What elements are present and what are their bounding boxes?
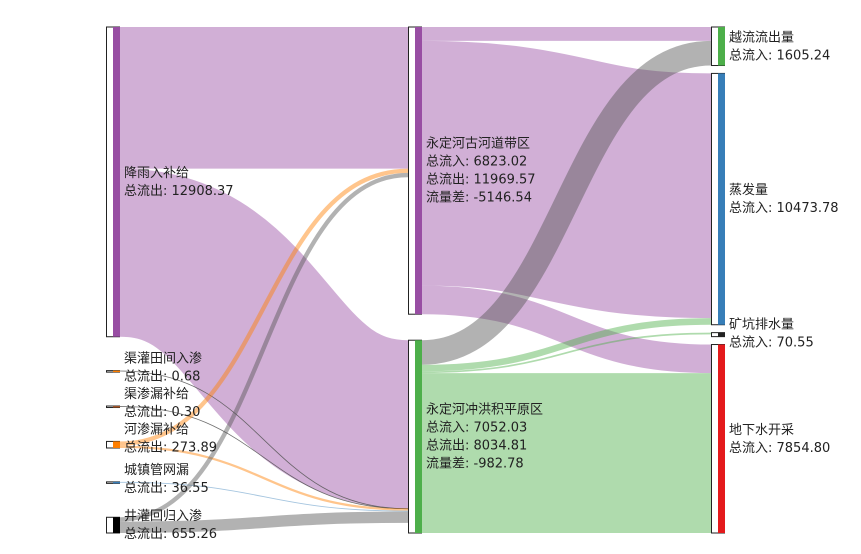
node-stat-ancient: 流量差: -5146.54: [426, 191, 532, 206]
node-stat-ancient: 总流入: 6823.02: [426, 155, 527, 170]
node-stat-alluvial: 总流出: 8034.81: [426, 439, 527, 454]
node-label-overflow: 越流流出量总流入: 1605.24: [729, 30, 830, 63]
node-name-well_return: 井灌回归入渗: [124, 509, 202, 524]
node-bar-river_leak: [113, 441, 120, 448]
node-bar-pump: [718, 344, 725, 533]
node-bar-canal_field: [113, 370, 120, 373]
node-bar-evap: [718, 73, 725, 325]
node-bar-rain: [113, 27, 120, 337]
sankey-link-alluvial-to-evap: [421, 318, 712, 372]
node-label-mine: 矿坑排水量总流入: 70.55: [729, 318, 814, 351]
node-stat-well_return: 总流出: 655.26: [124, 527, 217, 542]
node-name-rain: 降雨入补给: [124, 166, 189, 181]
node-label-alluvial: 永定河冲洪积平原区总流入: 7052.03 总流出: 8034.81 流量差: -9…: [426, 403, 543, 472]
node-name-alluvial: 永定河冲洪积平原区: [426, 403, 543, 418]
sankey-link-well_return-to-ancient: [119, 172, 409, 522]
node-name-pipe_leak: 城镇管网漏: [124, 462, 189, 478]
sankey-link-pipe_leak-to-alluvial: [119, 481, 409, 512]
node-stat-rain: 总流出: 12908.37: [124, 184, 234, 199]
node-label-canal_leak: 渠渗漏补给总流出: 0.30: [124, 386, 200, 420]
node-stat-canal_leak: 总流出: 0.30: [124, 405, 200, 420]
sankey-link-alluvial-to-mine: [421, 332, 712, 374]
node-stat-canal_field: 总流出: 0.68: [124, 370, 200, 385]
node-name-canal_leak: 渠渗漏补给: [124, 386, 189, 402]
node-label-pump: 地下水开采总流入: 7854.80: [729, 423, 830, 456]
node-bar-canal_leak: [113, 406, 120, 408]
node-name-ancient: 永定河古河道带区: [426, 137, 530, 152]
node-stat-mine: 总流入: 70.55: [729, 336, 814, 351]
sankey-link-river_leak-to-alluvial: [119, 445, 409, 511]
sankey-link-ancient-to-evap: [420, 40, 713, 319]
sankey-link-well_return-to-alluvial: [119, 511, 409, 533]
node-stat-alluvial: 总流入: 7052.03: [426, 421, 527, 436]
node-name-overflow: 越流流出量: [729, 30, 794, 45]
node-label-river_leak: 河渗漏补给总流出: 273.89: [124, 421, 217, 455]
node-bar-mine: [718, 332, 725, 337]
node-name-river_leak: 河渗漏补给: [124, 421, 189, 437]
node-bar-well_return: [113, 517, 120, 533]
sankey-link-canal_leak-to-alluvial: [119, 406, 409, 510]
node-stat-pump: 总流入: 7854.80: [729, 441, 830, 456]
node-label-rain: 降雨入补给总流出: 12908.37: [124, 166, 234, 199]
node-label-evap: 蒸发量总流入: 10473.78: [729, 182, 839, 216]
node-label-well_return: 井灌回归入渗总流出: 655.26: [124, 509, 217, 542]
node-bar-overflow: [718, 27, 725, 66]
sankey-link-alluvial-to-overflow: [421, 40, 712, 365]
node-stat-pipe_leak: 总流出: 36.55: [124, 481, 209, 496]
node-name-pump: 地下水开采: [729, 423, 794, 438]
node-stat-river_leak: 总流出: 273.89: [124, 440, 217, 455]
node-bar-alluvial: [415, 340, 422, 533]
node-bar-ancient: [415, 27, 422, 315]
node-name-evap: 蒸发量: [729, 182, 768, 198]
node-name-canal_field: 渠灌田间入渗: [124, 352, 202, 367]
sankey-link-rain-to-alluvial: [115, 168, 413, 509]
node-label-canal_field: 渠灌田间入渗总流出: 0.68: [124, 352, 202, 385]
sankey-link-ancient-to-pump: [421, 285, 712, 374]
sankey-link-canal_field-to-alluvial: [119, 370, 409, 510]
node-name-mine: 矿坑排水量: [729, 318, 794, 333]
nodes-layer: [106, 26, 725, 534]
node-stat-evap: 总流入: 10473.78: [729, 201, 839, 216]
node-bar-pipe_leak: [113, 481, 120, 484]
sankey-link-river_leak-to-ancient: [119, 168, 409, 446]
node-stat-ancient: 总流出: 11969.57: [426, 173, 536, 188]
node-stat-alluvial: 流量差: -982.78: [426, 457, 524, 472]
node-label-pipe_leak: 城镇管网漏总流出: 36.55: [124, 462, 209, 496]
links-layer: [115, 26, 713, 534]
node-stat-overflow: 总流入: 1605.24: [729, 48, 830, 63]
node-label-ancient: 永定河古河道带区总流入: 6823.02 总流出: 11969.57 流量差: -5…: [426, 137, 536, 206]
